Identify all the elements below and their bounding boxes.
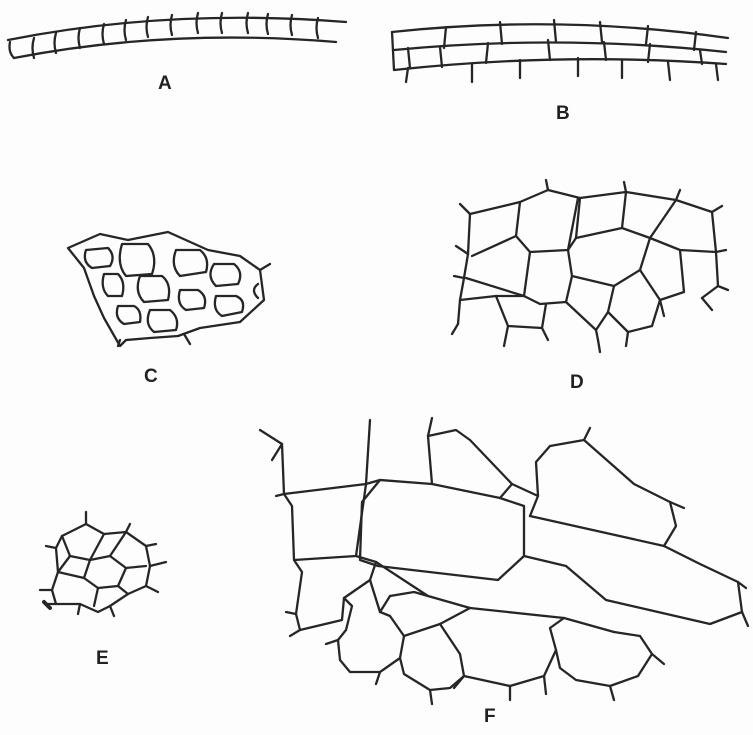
- panel-label-f: F: [484, 706, 496, 728]
- panel-d-cells: [452, 180, 728, 352]
- panel-label-d: D: [570, 372, 584, 394]
- panel-a-cells: [8, 13, 346, 58]
- panel-label-c: C: [144, 366, 158, 388]
- panel-c-cells: [68, 232, 270, 346]
- panel-e-cells: [40, 512, 166, 616]
- panel-f-cells: [260, 418, 748, 704]
- panel-label-e: E: [96, 648, 109, 670]
- panel-b-cells: [392, 20, 728, 82]
- panel-label-a: A: [158, 73, 172, 95]
- panel-label-b: B: [556, 103, 570, 125]
